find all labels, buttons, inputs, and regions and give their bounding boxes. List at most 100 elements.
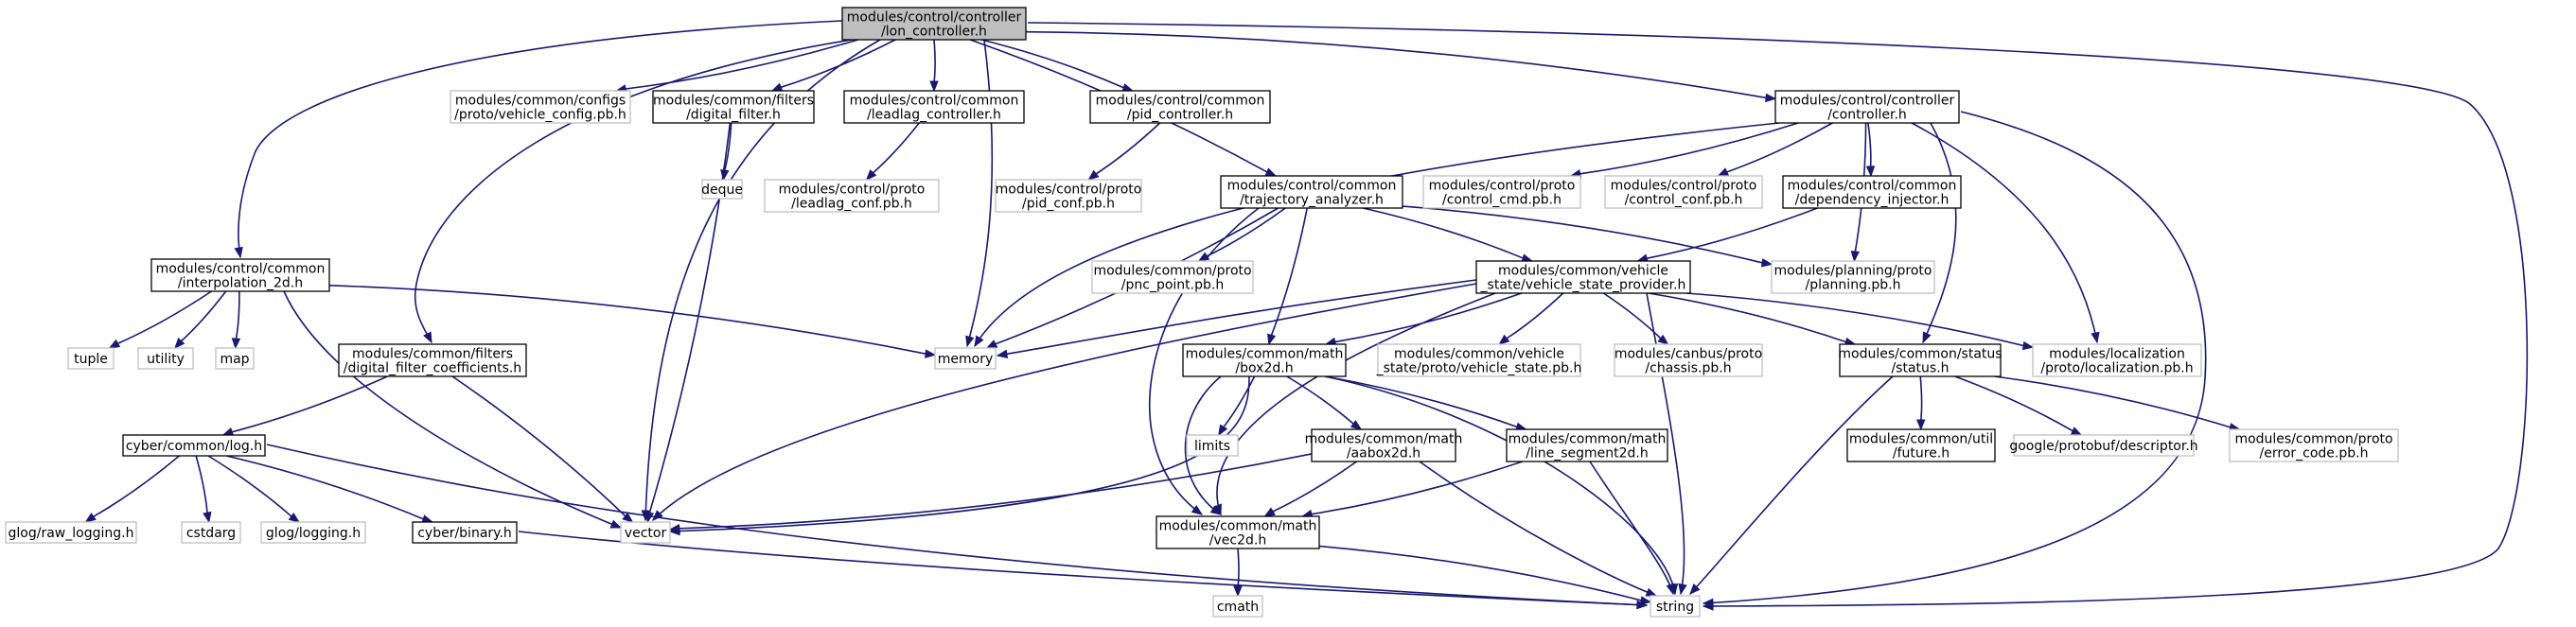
node-box: [260, 521, 366, 544]
edge-line: [1505, 292, 1564, 340]
arrow-head: [974, 335, 984, 348]
node-binary[interactable]: cyber/binary.h: [412, 521, 518, 544]
node-pid_conf: modules/control/proto/pid_conf.pb.h: [995, 179, 1142, 213]
edge-line: [1725, 122, 1833, 173]
edge-line: [1867, 122, 1872, 168]
node-box: [1650, 595, 1701, 618]
node-box: [1377, 343, 1581, 377]
arrow-head: [221, 427, 235, 436]
node-label: modules/control/proto: [996, 183, 1142, 198]
edge-controller-to-control_conf: [1717, 122, 1833, 177]
node-vehicle_state_provider[interactable]: modules/common/vehicle_state/vehicle_sta…: [1475, 260, 1691, 294]
node-box: [1774, 90, 1960, 124]
node-log[interactable]: cyber/common/log.h: [122, 434, 266, 457]
node-box: [1782, 175, 1962, 209]
node-box: [412, 521, 518, 544]
node-box: [1220, 175, 1403, 209]
edge-line: [1318, 545, 1643, 601]
node-future[interactable]: modules/common/util/future.h: [1846, 428, 1996, 462]
node-box: [841, 7, 1027, 41]
node-root[interactable]: modules/control/controller/lon_controlle…: [841, 7, 1027, 41]
edge-box2d-to-vec2d: [1184, 375, 1223, 515]
node-label: modules/control/common: [156, 262, 326, 277]
node-label: /aabox2d.h: [1347, 446, 1420, 462]
node-label: _state/proto/vehicle_state.pb.h: [1376, 361, 1582, 376]
node-label: /planning.pb.h: [1805, 278, 1900, 293]
node-label: modules/control/common: [1227, 179, 1397, 194]
arrow-head: [1087, 169, 1100, 181]
node-box: [2013, 434, 2195, 457]
arrow-head: [668, 523, 680, 533]
node-box: [1771, 260, 1935, 294]
node-label: modules/control/common: [850, 94, 1019, 109]
node-label: /interpolation_2d.h: [178, 276, 303, 291]
edge-line: [231, 375, 388, 433]
node-aabox2d[interactable]: modules/common/math/aabox2d.h: [1305, 428, 1463, 462]
edge-line: [981, 39, 1125, 89]
edge-layer: [84, 20, 2529, 611]
node-label: /trajectory_analyzer.h: [1240, 193, 1384, 208]
edge-line: [180, 290, 227, 342]
node-label: /status.h: [1891, 361, 1949, 376]
edge-interpolation_2d-to-utility: [173, 290, 227, 350]
node-controller[interactable]: modules/control/controller/controller.h: [1774, 90, 1960, 124]
node-cmath: cmath: [1212, 595, 1263, 618]
node-line_segment2d[interactable]: modules/common/math/line_segment2d.h: [1506, 428, 1668, 462]
node-trajectory_analyzer[interactable]: modules/control/common/trajectory_analyz…: [1220, 175, 1403, 209]
node-label: cmath: [1217, 600, 1259, 615]
edge-line: [1027, 22, 2529, 607]
node-box: [620, 521, 671, 544]
node-vec2d[interactable]: modules/common/math/vec2d.h: [1156, 515, 1320, 549]
edge-aabox2d-to-string: [1419, 461, 1658, 597]
node-label: modules/common/math: [1159, 519, 1317, 534]
node-leadlag_controller[interactable]: modules/control/common/leadlag_controlle…: [843, 90, 1025, 124]
node-label: /leadlag_conf.pb.h: [791, 197, 912, 212]
node-label: /leadlag_controller.h: [867, 108, 1001, 123]
edge-status-to-descriptor: [1954, 375, 2083, 436]
node-digital_filter_coefficients[interactable]: modules/common/filters/digital_filter_co…: [338, 343, 527, 377]
node-status[interactable]: modules/common/status/status.h: [1838, 343, 2003, 377]
node-string: string: [1650, 595, 1701, 618]
edge-vehicle_state_provider-to-vec2d: [1213, 292, 1496, 516]
node-dependency_injector[interactable]: modules/control/common/dependency_inject…: [1782, 175, 1962, 209]
node-limits: limits: [1186, 434, 1239, 457]
edge-line: [1310, 461, 1524, 515]
edge-controller-to-control_cmd: [1569, 122, 1799, 179]
edge-box2d-to-limits: [1218, 375, 1256, 437]
node-control_conf: modules/control/proto/control_conf.pb.h: [1604, 175, 1763, 209]
node-digital_filter[interactable]: modules/common/filters/digital_filter.h: [652, 90, 815, 124]
node-label: modules/control/proto: [1429, 179, 1576, 194]
arrow-head: [965, 335, 975, 348]
node-label: modules/control/proto: [1611, 179, 1757, 194]
edge-vehicle_state_provider-to-vehicle_state_pb: [1498, 292, 1564, 345]
node-pid_controller[interactable]: modules/control/common/pid_controller.h: [1089, 90, 1271, 124]
edge-line: [1911, 122, 2098, 343]
node-deque: deque: [701, 179, 743, 200]
edge-line: [669, 375, 1250, 532]
node-box: [1311, 428, 1456, 462]
node-box2d[interactable]: modules/common/math/box2d.h: [1182, 343, 1347, 377]
edge-line: [678, 453, 1313, 530]
arrow-head: [1666, 583, 1675, 596]
arrow-head: [1689, 583, 1701, 595]
edge-line: [207, 455, 293, 518]
node-interpolation_2d[interactable]: modules/control/common/interpolation_2d.…: [150, 258, 330, 292]
node-vehicle_config: modules/common/configs/proto/vehicle_con…: [450, 90, 631, 124]
arrow-head: [1657, 334, 1669, 345]
edge-vehicle_state_provider-to-string: [1646, 292, 1687, 596]
node-box: [1186, 434, 1239, 457]
edge-line: [1325, 375, 1519, 428]
node-label: modules/control/controller: [1780, 94, 1955, 109]
node-box: [995, 179, 1142, 213]
edge-controller-to-localization_pb: [1911, 122, 2100, 344]
node-raw_logging: glog/raw_logging.h: [5, 521, 137, 544]
edge-status-to-future: [1915, 375, 1926, 431]
edge-line: [625, 39, 858, 90]
arrow-head: [1765, 93, 1777, 103]
node-label: /pid_conf.pb.h: [1022, 197, 1115, 212]
node-label: /vec2d.h: [1209, 533, 1266, 549]
edge-root-to-leadlag_controller: [929, 39, 939, 93]
node-label: limits: [1194, 439, 1230, 454]
edge-line: [1922, 122, 1957, 343]
